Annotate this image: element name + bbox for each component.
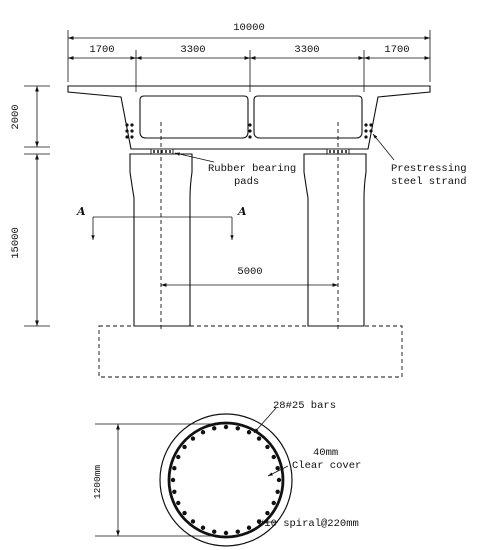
rebar-bar — [172, 489, 177, 494]
rebar-bar — [212, 426, 217, 431]
strand-label-line2: steel strand — [391, 176, 467, 188]
column-right — [303, 153, 367, 327]
rebar-bar — [246, 430, 252, 435]
spiral-label: #10 spiral@220mm — [258, 518, 359, 530]
rubber-bearings — [150, 148, 350, 155]
dim-column-spacing-label: 5000 — [237, 266, 262, 278]
cover-value-label: 40mm — [313, 447, 338, 459]
bars-leader — [253, 407, 277, 434]
rebar-bar — [235, 426, 240, 431]
rebar-bar — [265, 510, 270, 516]
rebar-bar — [176, 454, 181, 460]
strand-callout: Prestressing steel strand — [372, 133, 467, 188]
dim-deck-height-label: 2000 — [10, 104, 22, 129]
dim-seg-3-label: 3300 — [294, 44, 319, 56]
section-spiral — [167, 421, 285, 539]
rebar-bar — [182, 444, 187, 450]
rebar-bar — [256, 519, 262, 524]
strand-label-line1: Prestressing — [391, 163, 467, 175]
rebar-bar — [170, 477, 176, 483]
rebar-bar — [235, 529, 240, 534]
dim-total-width-label: 10000 — [233, 22, 265, 34]
rebar-bar — [200, 430, 206, 435]
rebar-bar — [172, 466, 177, 471]
cover-leader — [267, 465, 289, 477]
bearing-leader — [174, 152, 215, 163]
bars-label: 28#25 bars — [273, 400, 336, 412]
rebar-bar — [276, 477, 282, 483]
column-height-dimension: 15000 — [10, 153, 50, 327]
bearing-label-line1: Rubber bearing — [208, 163, 296, 175]
footing — [98, 325, 403, 378]
strand-leader — [372, 133, 395, 161]
section-outer-circle — [159, 413, 293, 547]
rebar-bar — [223, 424, 229, 430]
rebar-bar — [271, 500, 276, 506]
rebar-bar — [223, 530, 229, 536]
rebar-bar — [212, 529, 217, 534]
deck-outline — [67, 85, 431, 150]
dim-seg-4-label: 1700 — [384, 44, 409, 56]
deck-cell-right — [253, 95, 363, 139]
rebar-bar — [190, 519, 196, 524]
deck-height-dimension: 2000 — [10, 85, 50, 148]
cover-text-label: Clear cover — [292, 460, 361, 472]
top-dimensions: 10000 1700 3300 3300 1700 — [67, 22, 431, 92]
rebar-bar — [182, 510, 187, 516]
rebar-bar — [176, 500, 181, 506]
longitudinal-bars — [170, 424, 282, 536]
deck-cell-left — [139, 95, 249, 139]
dim-column-height-label: 15000 — [10, 227, 22, 259]
rebar-bar — [246, 525, 252, 530]
column-spacing-dimension: 5000 — [161, 266, 338, 287]
dim-column-diameter-label: 1200mm — [92, 465, 103, 500]
bearing-label-line2: pads — [234, 176, 259, 188]
rebar-bar — [265, 444, 270, 450]
section-mark-left: A — [76, 205, 86, 218]
section-cut-a: A A — [76, 205, 247, 240]
rebar-bar — [190, 436, 196, 441]
box-girder-deck — [67, 85, 431, 150]
rebar-bar — [275, 466, 280, 471]
dim-seg-1-label: 1700 — [89, 44, 114, 56]
bearing-callout: Rubber bearing pads — [174, 152, 296, 188]
rebar-bar — [271, 454, 276, 460]
rebar-bar — [275, 489, 280, 494]
rebar-bar — [200, 525, 206, 530]
section-mark-right: A — [237, 205, 247, 218]
rebar-bar — [256, 436, 262, 441]
column-cross-section: 1200mm 28#25 bars 40mm Clear cover #10 s… — [92, 400, 361, 547]
prestressing-strand-dots — [125, 123, 373, 139]
dim-seg-2-label: 3300 — [180, 44, 205, 56]
